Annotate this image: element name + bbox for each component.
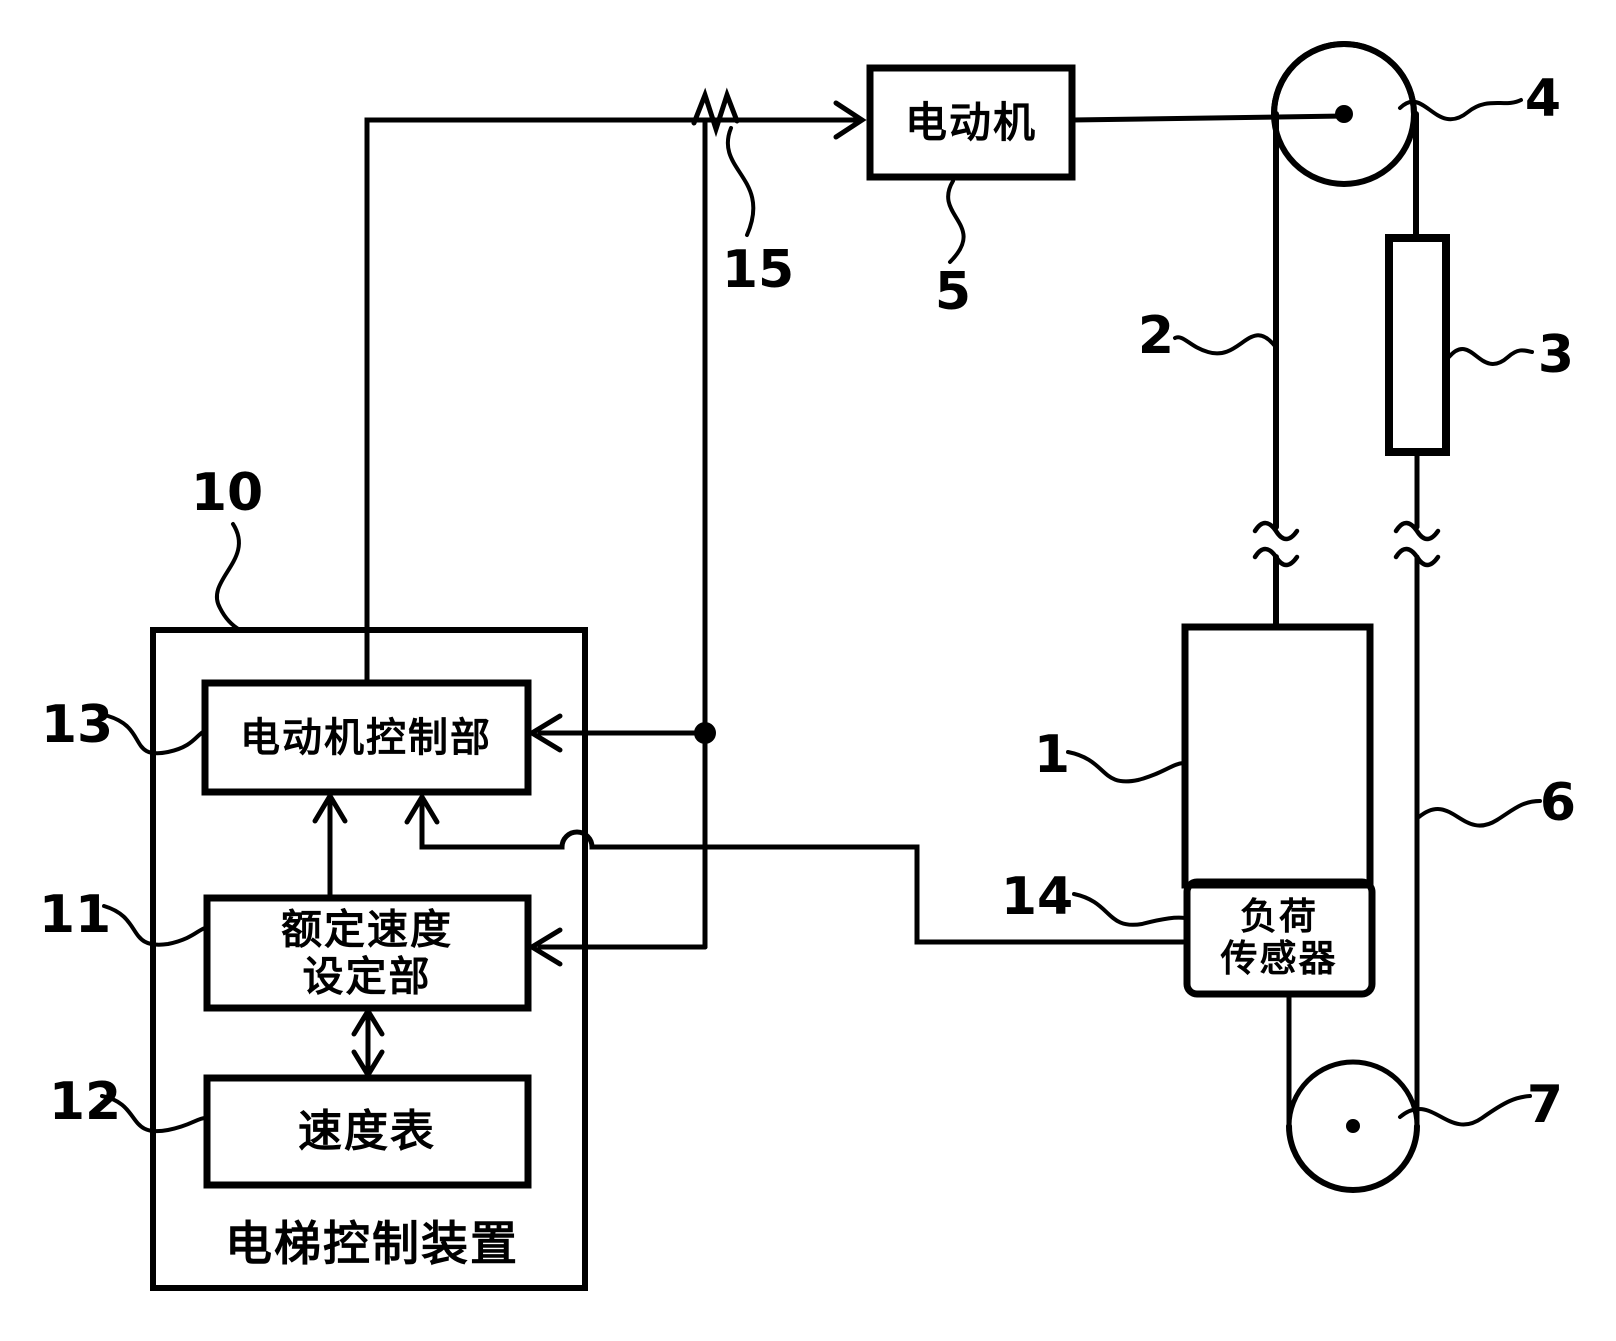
wire-load-sensor-to-motor-control xyxy=(419,798,1186,945)
leader-4 xyxy=(1398,98,1523,122)
ref-controller: 10 xyxy=(190,463,264,523)
main-rope-over-sheave xyxy=(1271,41,1417,117)
counterweight-box xyxy=(1385,234,1450,456)
ref-cable: 15 xyxy=(721,240,795,300)
load-sensor-label: 负荷 传感器 xyxy=(1220,894,1338,980)
ref-motor: 5 xyxy=(934,262,972,322)
load-sensor-box xyxy=(1183,878,1376,998)
leader-15 xyxy=(725,126,756,237)
leader-6 xyxy=(1417,799,1542,828)
arrowhead-into-motor-control-right xyxy=(527,713,563,753)
leader-2 xyxy=(1173,333,1276,356)
wire-controller-to-motor xyxy=(364,117,859,686)
ref-load-sensor: 14 xyxy=(1000,867,1074,927)
motor-control-label: 电动机控制部 xyxy=(240,715,492,762)
leader-10 xyxy=(215,522,242,632)
arrowhead-into-rated-speed-right xyxy=(527,927,563,967)
ref-car: 1 xyxy=(1033,725,1071,785)
leader-3 xyxy=(1447,347,1534,366)
leader-11 xyxy=(102,904,207,947)
leader-5 xyxy=(946,179,966,264)
ref-motor-control: 13 xyxy=(40,695,114,755)
tension-pulley-axle-dot xyxy=(1346,1119,1360,1133)
elevator-controller-label: 电梯控制装置 xyxy=(225,1217,519,1273)
arrowhead-into-motor xyxy=(833,100,867,140)
arrowhead-up-into-motor-control xyxy=(312,791,348,824)
rope-break-left-upper xyxy=(1252,520,1300,542)
ref-speed-table: 12 xyxy=(48,1072,122,1132)
leader-12 xyxy=(100,1094,207,1134)
rated-speed-setting-label: 额定速度 设定部 xyxy=(281,905,453,1000)
ref-traction-sheave: 4 xyxy=(1524,69,1562,129)
comp-rope-under-pulley xyxy=(1286,1123,1420,1193)
rope-break-left-lower xyxy=(1252,546,1300,568)
rope-break-right-upper xyxy=(1393,520,1441,542)
motor-label: 电动机 xyxy=(904,98,1038,148)
leader-7 xyxy=(1398,1094,1532,1127)
elevator-car-box xyxy=(1181,623,1374,889)
leader-14 xyxy=(1072,892,1187,927)
ref-rated-speed-setting: 11 xyxy=(38,885,112,945)
leader-13 xyxy=(106,714,205,756)
ref-tension-pulley: 7 xyxy=(1526,1075,1564,1135)
speed-table-label: 速度表 xyxy=(298,1105,436,1157)
motor-shaft-line xyxy=(1069,113,1347,123)
cable-break-symbol xyxy=(691,87,740,138)
ref-counterweight: 3 xyxy=(1537,325,1575,385)
leader-1 xyxy=(1066,750,1185,784)
arrowhead-up-from-load-sensor-wire xyxy=(404,792,440,825)
ref-main-rope: 2 xyxy=(1137,306,1175,366)
arrowhead-up-into-rated-speed xyxy=(351,1006,385,1037)
rope-break-right-lower xyxy=(1393,546,1441,568)
ref-compensating-rope: 6 xyxy=(1539,773,1577,833)
arrowhead-down-into-speed-table xyxy=(351,1049,385,1080)
